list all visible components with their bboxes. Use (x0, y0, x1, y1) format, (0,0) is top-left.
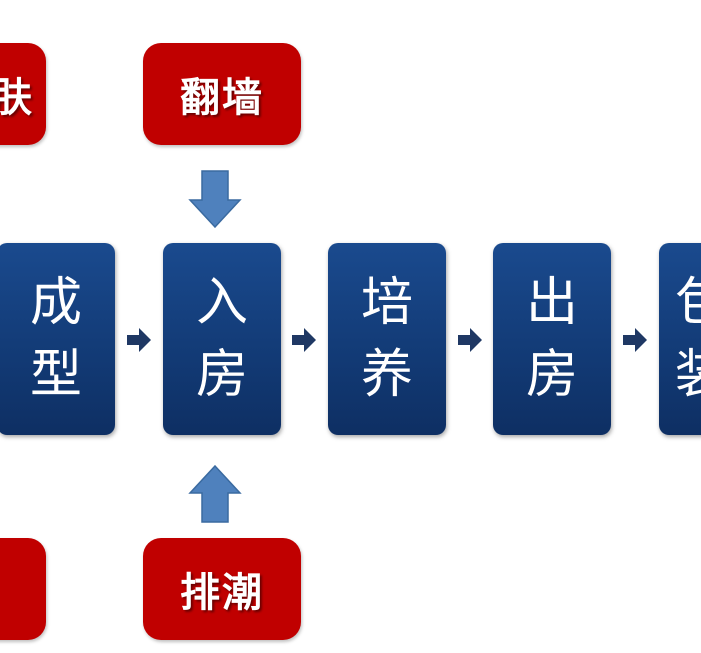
process-step-1-char-2: 型 (29, 345, 82, 405)
process-step-1-char-1: 成 (29, 273, 82, 333)
red-box-top-left-label: 肤 (0, 75, 34, 121)
red-box-top-left: 肤 (0, 43, 46, 145)
right-arrow-icon (292, 328, 316, 352)
process-step-2-char-1: 入 (195, 273, 248, 333)
up-arrow-icon (188, 465, 242, 523)
process-step-3: 培 养 (328, 243, 446, 435)
process-step-2-char-2: 房 (195, 345, 248, 405)
red-box-bottom-left (0, 538, 46, 640)
process-step-2: 入 房 (163, 243, 281, 435)
process-step-5-char-2: 装 (675, 339, 701, 411)
right-arrow-icon (623, 328, 647, 352)
process-step-5-char-1: 包 (675, 267, 701, 339)
down-arrow-icon (188, 170, 242, 228)
process-step-1: 成 型 (0, 243, 115, 435)
red-box-bottom-label: 排潮 (180, 570, 264, 616)
red-box-bottom: 排潮 (143, 538, 301, 640)
red-box-top-label: 翻墙 (180, 75, 264, 121)
process-step-3-char-2: 养 (360, 345, 413, 405)
process-step-5: 包 装 (659, 243, 701, 435)
right-arrow-icon (127, 328, 151, 352)
process-step-4-char-2: 房 (525, 345, 578, 405)
red-box-top: 翻墙 (143, 43, 301, 145)
process-step-3-char-1: 培 (360, 273, 413, 333)
right-arrow-icon (458, 328, 482, 352)
process-step-4: 出 房 (493, 243, 611, 435)
process-step-4-char-1: 出 (525, 273, 578, 333)
